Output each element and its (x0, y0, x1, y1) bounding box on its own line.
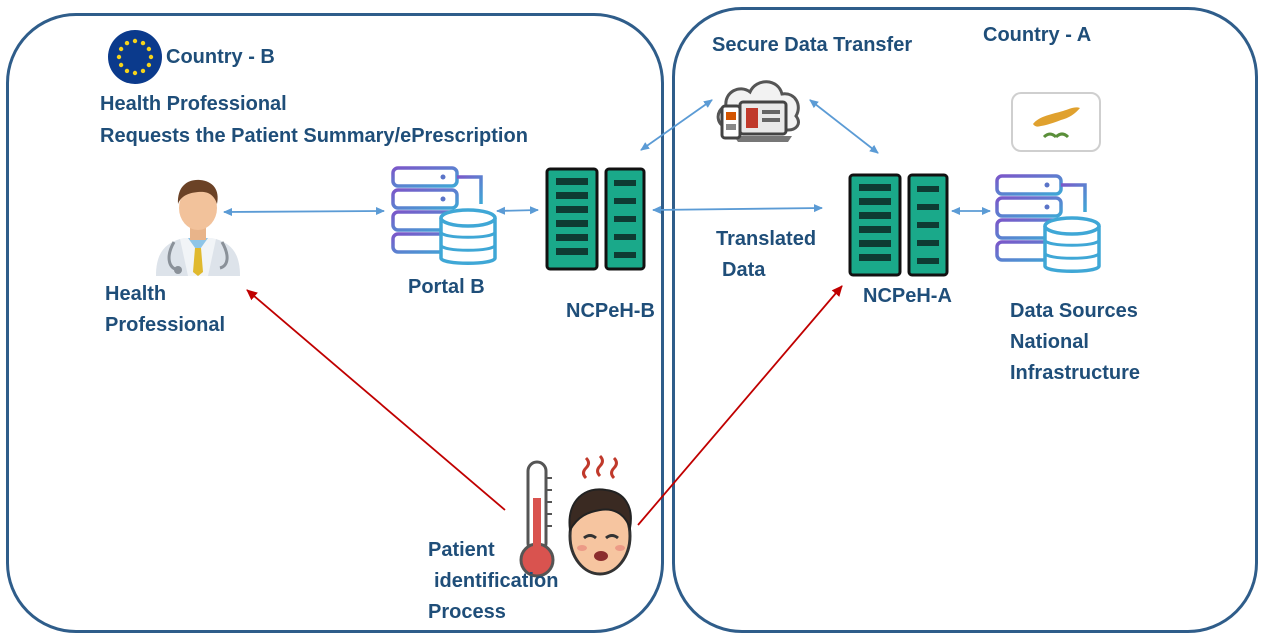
sources-label-line-1: Data Sources (1010, 300, 1138, 322)
ncpeh-b-cloud-link (640, 99, 713, 151)
request-line-2: Requests the Patient Summary/ePrescripti… (100, 125, 528, 147)
patient-label-line-1: Patient (428, 539, 495, 561)
sources-label-line-3: Infrastructure (1010, 362, 1141, 384)
translated-data-line-2: Data (722, 259, 766, 281)
cloud-devices-icon (716, 80, 800, 142)
country-b-title: Country - B (166, 46, 275, 68)
cyprus-flag-icon (1011, 92, 1101, 152)
patient-ncpeh-a-arrow (637, 285, 843, 526)
translated-data-line-1: Translated (716, 228, 817, 250)
request-line-1: Health Professional (100, 93, 287, 115)
network-switch-icon (545, 167, 646, 271)
server-database-icon (391, 166, 497, 265)
doctor-label-line-2: Professional (105, 314, 226, 336)
doctor-label-line-1: Health (105, 283, 167, 305)
country-a-title: Country - A (983, 24, 1092, 46)
server-database-icon-a (995, 174, 1101, 273)
network-switch-icon-a (848, 173, 949, 277)
doctor-portal-link (223, 207, 385, 216)
sources-label-line-2: National (1010, 331, 1089, 353)
sick-patient-icon (568, 454, 632, 576)
cloud-ncpeh-a-link (809, 99, 879, 154)
eu-flag-icon (108, 30, 162, 84)
patient-label-line-3: Process (428, 601, 506, 623)
secure-transfer-label: Secure Data Transfer (712, 34, 913, 56)
patient-label-line-2: identification (434, 570, 559, 592)
country-a-frame (672, 7, 1258, 633)
thermometer-icon (519, 460, 555, 578)
portal-ncpeh-b-link (496, 206, 539, 215)
ncpeh-b-ncpeh-a-link (652, 204, 823, 214)
ncpeh-a-label: NCPeH-A (863, 285, 952, 307)
ncpeh-b-label: NCPeH-B (566, 300, 655, 322)
portal-b-label: Portal B (408, 276, 485, 298)
patient-doctor-arrow (246, 289, 506, 511)
country-b-frame (6, 13, 664, 633)
doctor-icon (156, 179, 240, 276)
